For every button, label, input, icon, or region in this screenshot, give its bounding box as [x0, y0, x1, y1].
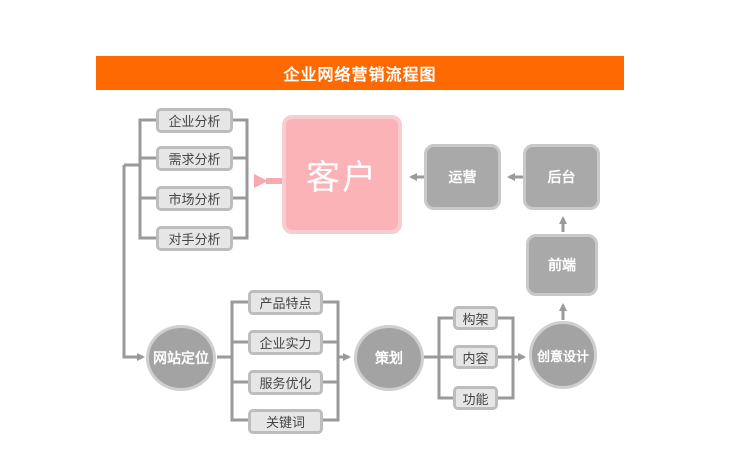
positioning-item-2: 企业实力 — [248, 330, 323, 355]
analysis-bracket-right — [233, 118, 249, 240]
planning-node: 策划 — [354, 325, 424, 391]
page-title: 企业网络营销流程图 — [96, 56, 624, 90]
planning-item-1: 构架 — [453, 306, 498, 330]
positioning-item-1: 产品特点 — [248, 290, 323, 315]
planning-item-2: 内容 — [453, 345, 498, 369]
backend-node: 后台 — [523, 144, 600, 210]
positioning-item-3: 服务优化 — [248, 370, 323, 395]
positioning-node: 网站定位 — [146, 325, 216, 391]
analysis-item-4: 对手分析 — [156, 226, 233, 251]
positioning-item-4: 关键词 — [248, 409, 323, 434]
analysis-item-3: 市场分析 — [156, 186, 233, 211]
frontend-node: 前端 — [526, 234, 598, 296]
analysis-item-1: 企业分析 — [156, 108, 233, 133]
customer-node: 客户 — [282, 115, 402, 234]
operations-node: 运营 — [424, 144, 501, 210]
creative-design-node: 创意设计 — [529, 321, 597, 389]
trunk-to-positioning — [122, 165, 145, 361]
analysis-item-2: 需求分析 — [156, 146, 233, 171]
planning-item-3: 功能 — [453, 386, 498, 410]
analysis-bracket-left — [138, 118, 156, 240]
